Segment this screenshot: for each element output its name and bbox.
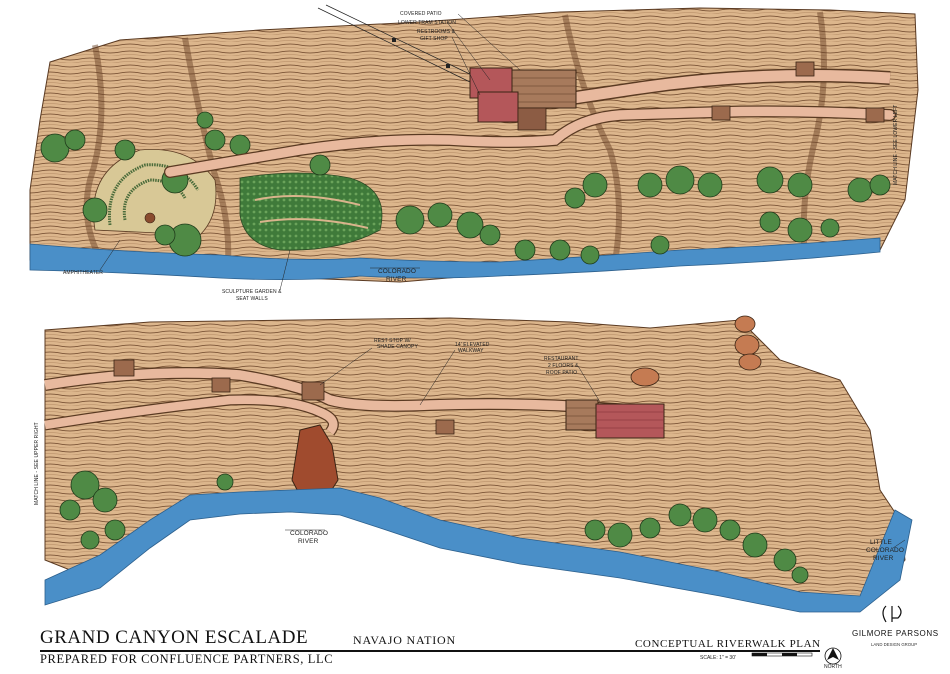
rest-stop-shelter [865, 107, 885, 123]
upper-plan-panel: COVERED PATIO LOWER TRAM STATION RESTROO… [29, 4, 919, 302]
label-match-line-upper: MATCH LINE - SEE LOWER LEFT [893, 105, 899, 185]
label-restaurant-floors: 2 FLOORS & [548, 363, 579, 369]
label-sculpture-garden: SCULPTURE GARDEN & [222, 289, 282, 295]
ravine [182, 37, 232, 263]
label-colorado-river-upper: COLORADO [378, 268, 416, 275]
lower-plan-panel: REST STOP W/ SHADE CANOPY 14' ELEVATED W… [34, 315, 913, 613]
north-label: NORTH [824, 664, 842, 670]
scale-label: SCALE: 1" = 30' [700, 655, 736, 661]
label-gift-shop: GIFT SHOP [420, 36, 448, 42]
label-amphitheater: AMPHITHEATER [63, 270, 103, 276]
colorado-river-lower [44, 487, 913, 613]
rest-stop-shelter [795, 61, 815, 77]
rest-stop-shade-canopy [301, 381, 325, 401]
ravine [562, 14, 622, 263]
colorado-river-upper [29, 237, 881, 280]
label-rest-stop: REST STOP W/ [374, 338, 411, 344]
label-match-line-lower: MATCH LINE - SEE UPPER RIGHT [34, 422, 40, 505]
firm-logo-icon [882, 605, 902, 623]
rock-formation [630, 315, 762, 387]
label-covered-patio: COVERED PATIO [400, 11, 442, 17]
label-roof-patio: ROOF PATIO [546, 370, 577, 376]
label-river-lower: RIVER [298, 538, 319, 545]
prepared-for: PREPARED FOR CONFLUENCE PARTNERS, LLC [40, 652, 334, 666]
label-elevated-walkway: 14' ELEVATED [455, 342, 490, 348]
label-little-colorado-2: COLORADO [866, 547, 904, 554]
restaurant-building [565, 399, 665, 439]
tree-cluster [59, 470, 809, 584]
title-divider [40, 650, 820, 652]
label-little-colorado-3: RIVER [873, 555, 894, 562]
tram-cable [317, 7, 471, 83]
label-colorado-river-lower: COLORADO [290, 530, 328, 537]
label-shade-canopy: SHADE CANOPY [377, 344, 418, 350]
project-location: NAVAJO NATION [353, 633, 456, 647]
tram-cable [325, 4, 479, 79]
lower-tram-station-building [469, 67, 577, 131]
north-arrow-icon [824, 647, 842, 665]
project-title: GRAND CANYON ESCALADE [40, 627, 309, 648]
label-little-colorado: LITTLE [870, 539, 892, 546]
scale-bar [751, 652, 813, 657]
rest-stop-shelter [113, 359, 135, 377]
label-restrooms: RESTROOMS & [417, 29, 456, 35]
firm-name: GILMORE PARSONS [852, 629, 939, 638]
firm-subtitle: LAND DESIGN GROUP [871, 642, 918, 647]
sculpture-garden [239, 172, 383, 251]
label-lower-tram-station: LOWER TRAM STATION [398, 20, 456, 26]
label-restaurant: RESTAURANT [544, 356, 579, 362]
sheet-title: CONCEPTUAL RIVERWALK PLAN [635, 638, 821, 650]
rest-stop-shelter [211, 377, 231, 393]
ravine [83, 44, 105, 260]
rest-stop-shelter [435, 419, 455, 435]
label-river-upper: RIVER [386, 276, 407, 283]
rest-stop-shelter [711, 105, 731, 121]
label-seat-walls: SEAT WALLS [236, 296, 268, 302]
label-walkway: WALKWAY [458, 348, 484, 354]
tree-cluster [40, 111, 891, 265]
